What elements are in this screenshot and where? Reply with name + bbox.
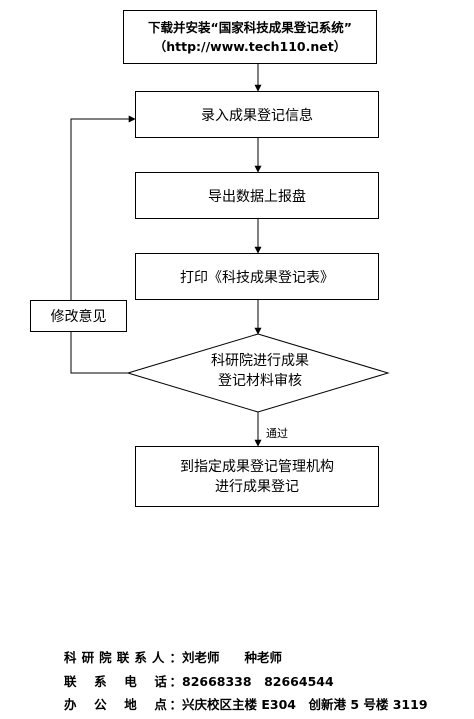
print-form-box: 打印《科技成果登记表》: [135, 253, 379, 300]
revise-opinion-box: 修改意见: [30, 300, 127, 332]
download-box-url: （http://www.tech110.net）: [153, 39, 347, 54]
review-line2: 登记材料审核: [218, 373, 302, 389]
contact-phone-row: 联 系 电 话：82668338 82664544: [64, 671, 334, 690]
contact-person-row: 科研院联系人：刘老师 种老师: [64, 647, 282, 666]
contact-office-row: 办 公 地 点：兴庆校区主楼 E304 创新港 5 号楼 3119: [64, 694, 428, 713]
contact-office-label: 办 公 地 点：: [64, 697, 182, 712]
final-line1: 到指定成果登记管理机构: [180, 458, 334, 475]
print-form-label: 打印《科技成果登记表》: [180, 269, 334, 286]
contact-phone-value: 82668338 82664544: [182, 674, 334, 689]
download-box-line1: 下载并安装“国家科技成果登记系统”: [148, 20, 352, 35]
review-line1: 科研院进行成果: [211, 353, 309, 369]
download-install-box: 下载并安装“国家科技成果登记系统” （http://www.tech110.ne…: [123, 10, 377, 64]
input-info-box: 录入成果登记信息: [135, 91, 379, 138]
review-diamond-text: 科研院进行成果 登记材料审核: [160, 351, 360, 391]
contact-phone-label: 联 系 电 话：: [64, 674, 182, 689]
feedback-loop-line: [70, 115, 136, 374]
export-data-label: 导出数据上报盘: [208, 188, 306, 205]
pass-label: 通过: [266, 427, 288, 440]
final-line2: 进行成果登记: [215, 478, 299, 495]
contact-person-label: 科研院联系人：: [64, 650, 182, 665]
final-registration-box: 到指定成果登记管理机构 进行成果登记: [135, 446, 379, 507]
revise-opinion-label: 修改意见: [50, 309, 107, 325]
input-info-label: 录入成果登记信息: [201, 107, 313, 124]
contact-office-value: 兴庆校区主楼 E304 创新港 5 号楼 3119: [182, 697, 428, 712]
export-data-box: 导出数据上报盘: [135, 172, 379, 219]
contact-person-value: 刘老师 种老师: [182, 650, 283, 665]
